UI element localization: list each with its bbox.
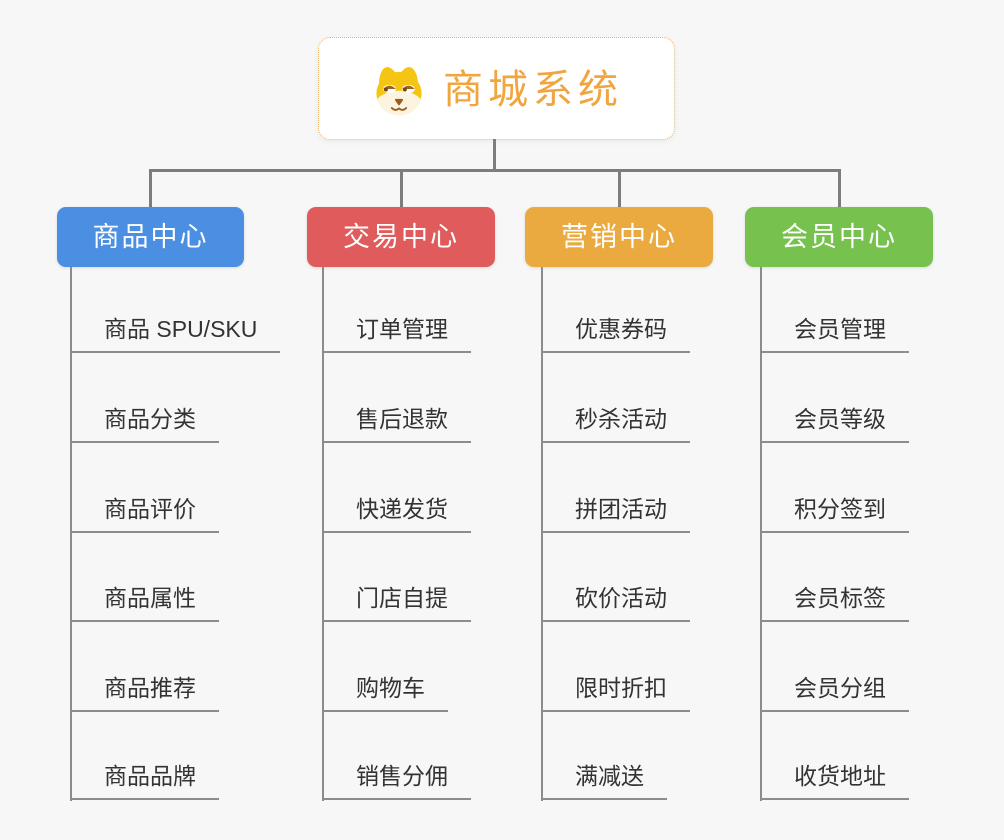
branch-node-label: 交易中心 xyxy=(343,221,459,252)
doge-face-icon xyxy=(370,61,428,117)
leaf-node[interactable]: 销售分佣 xyxy=(322,763,471,800)
leaf-node[interactable]: 购物车 xyxy=(322,675,448,712)
connector-line xyxy=(400,169,403,209)
connector-line xyxy=(149,169,841,172)
root-node[interactable]: 商城系统 xyxy=(318,37,675,140)
leaf-node[interactable]: 积分签到 xyxy=(760,496,909,533)
root-node-label: 商城系统 xyxy=(443,67,623,112)
leaf-node[interactable]: 快递发货 xyxy=(322,496,471,533)
leaf-node[interactable]: 限时折扣 xyxy=(541,675,690,712)
leaf-node[interactable]: 会员标签 xyxy=(760,585,909,622)
leaf-node[interactable]: 门店自提 xyxy=(322,585,471,622)
leaf-node[interactable]: 商品品牌 xyxy=(70,763,219,800)
leaf-node[interactable]: 会员等级 xyxy=(760,406,909,443)
leaf-node[interactable]: 砍价活动 xyxy=(541,585,690,622)
branch-node-4[interactable]: 会员中心 xyxy=(745,207,933,267)
leaf-node[interactable]: 满减送 xyxy=(541,763,667,800)
leaf-node[interactable]: 商品评价 xyxy=(70,496,219,533)
leaf-node[interactable]: 秒杀活动 xyxy=(541,406,690,443)
leaf-node[interactable]: 会员分组 xyxy=(760,675,909,712)
branch-node-1[interactable]: 商品中心 xyxy=(57,207,244,267)
connector-line xyxy=(493,139,496,172)
branch-node-3[interactable]: 营销中心 xyxy=(525,207,713,267)
branch-node-2[interactable]: 交易中心 xyxy=(307,207,495,267)
leaf-node[interactable]: 商品属性 xyxy=(70,585,219,622)
connector-line xyxy=(322,267,324,801)
connector-line xyxy=(838,169,841,209)
leaf-node[interactable]: 优惠券码 xyxy=(541,316,690,353)
leaf-node[interactable]: 拼团活动 xyxy=(541,496,690,533)
branch-node-label: 商品中心 xyxy=(92,221,209,252)
branch-node-label: 会员中心 xyxy=(781,221,897,252)
connector-line xyxy=(149,169,152,209)
connector-line xyxy=(760,267,762,801)
leaf-node[interactable]: 商品 SPU/SKU xyxy=(70,316,281,353)
connector-line xyxy=(541,267,543,801)
leaf-node[interactable]: 商品分类 xyxy=(70,406,219,443)
branch-node-label: 营销中心 xyxy=(561,221,677,252)
connector-line xyxy=(618,169,621,209)
leaf-node[interactable]: 收货地址 xyxy=(760,763,909,800)
leaf-node[interactable]: 商品推荐 xyxy=(70,675,219,712)
leaf-node[interactable]: 订单管理 xyxy=(322,316,471,353)
leaf-node[interactable]: 会员管理 xyxy=(760,316,909,353)
connector-line xyxy=(70,267,72,801)
leaf-node[interactable]: 售后退款 xyxy=(322,406,471,443)
